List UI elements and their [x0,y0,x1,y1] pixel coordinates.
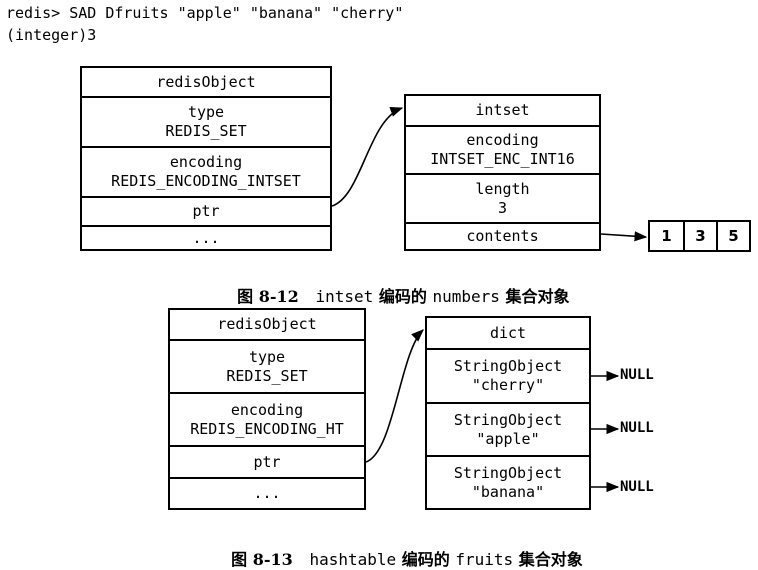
fig13-encoding-label: encoding [230,400,304,419]
fig12-intset-header: intset [406,96,599,125]
fig12-more-label: ... [192,228,220,247]
fig12-intset-header-text: intset [475,101,530,119]
fig13-dict-entry: StringObject "banana" [427,455,589,508]
fig13-dict-entry-value: "banana" [471,482,545,501]
terminal-result: (integer)3 [6,26,97,44]
terminal-command: redis> SAD Dfruits "apple" "banana" "che… [6,4,404,22]
fig12-contents-item: 3 [682,222,716,250]
fig13-redis-object-header: redisObject [170,310,364,339]
fig12-intset-encoding-cell: encoding INTSET_ENC_INT16 [406,125,599,173]
fig13-dict-entry-label: StringObject [453,410,563,429]
fig12-caption-encoding: intset [315,287,374,306]
fig13-dict-entry-value: "cherry" [471,376,545,394]
fig12-ptr-label: ptr [192,202,220,220]
fig13-dict-entry-value: "apple" [476,429,540,448]
fig13-dict-entry: StringObject "cherry" [427,348,589,402]
fig12-redis-object: redisObject type REDIS_SET encoding REDI… [80,66,332,251]
fig13-type-label: type [248,347,286,366]
fig12-contents-to-array-arrow [600,231,648,242]
fig12-type-value: REDIS_SET [165,122,247,140]
fig12-redis-object-header-text: redisObject [156,72,256,91]
fig13-type-value: REDIS_SET [226,366,308,385]
fig13-redis-object: redisObject type REDIS_SET encoding REDI… [168,308,366,510]
fig12-caption: 图 8-12 intset 编码的 numbers 集合对象 [226,264,569,307]
fig13-encoding-cell: encoding REDIS_ENCODING_HT [170,392,364,445]
fig12-caption-name: numbers [432,287,500,306]
fig12-intset-length-cell: length 3 [406,173,599,222]
fig13-dict-entry: StringObject "apple" [427,402,589,455]
fig12-intset-length-value: 3 [497,198,508,217]
fig13-dict-entry-label: StringObject [453,463,563,482]
fig12-encoding-label: encoding [169,153,243,171]
fig12-intset-contents-cell: contents [406,222,599,249]
fig12-more-cell: ... [82,225,330,249]
fig13-ptr-to-dict-arrow [365,329,424,463]
fig12-caption-middle: 编码的 [378,287,427,306]
fig13-null-label: NULL [620,367,654,383]
fig12-ptr-to-intset-arrow [331,107,404,207]
fig12-intset: intset encoding INTSET_ENC_INT16 length … [404,94,601,251]
fig13-type-cell: type REDIS_SET [170,339,364,392]
fig12-caption-number: 图 8-12 [237,287,299,306]
fig12-intset-length-label: length [475,179,530,198]
fig13-more-cell: ... [170,477,364,508]
fig13-ptr-label: ptr [253,452,281,471]
fig12-intset-encoding-label: encoding [466,131,539,149]
fig13-dict-header-text: dict [489,323,527,342]
fig12-caption-suffix: 集合对象 [505,287,570,306]
fig13-dict-entry-label: StringObject [453,357,563,375]
fig13-redis-object-header-text: redisObject [217,315,317,333]
connector-arrows [331,107,648,493]
fig13-dict: dict StringObject "cherry" StringObject … [425,316,591,510]
fig13-dict-header: dict [427,318,589,348]
fig13-null-label: NULL [620,479,654,495]
fig13-ptr-cell: ptr [170,445,364,477]
fig13-encoding-value: REDIS_ENCODING_HT [190,419,344,438]
fig12-intset-contents-label: contents [466,227,539,245]
fig12-encoding-value: REDIS_ENCODING_INTSET [111,172,301,190]
fig13-more-label: ... [253,484,281,502]
fig12-type-label: type [187,103,225,121]
fig12-redis-object-header: redisObject [82,68,330,96]
fig12-contents-item: 1 [661,227,672,245]
fig12-encoding-cell: encoding REDIS_ENCODING_INTSET [82,146,330,196]
fig12-intset-encoding-value: INTSET_ENC_INT16 [430,150,575,168]
fig12-ptr-cell: ptr [82,196,330,225]
fig12-contents-item: 5 [715,222,749,250]
fig12-type-cell: type REDIS_SET [82,96,330,146]
fig13-null-label: NULL [620,420,654,436]
fig12-contents-array: 1 3 5 [648,220,751,252]
